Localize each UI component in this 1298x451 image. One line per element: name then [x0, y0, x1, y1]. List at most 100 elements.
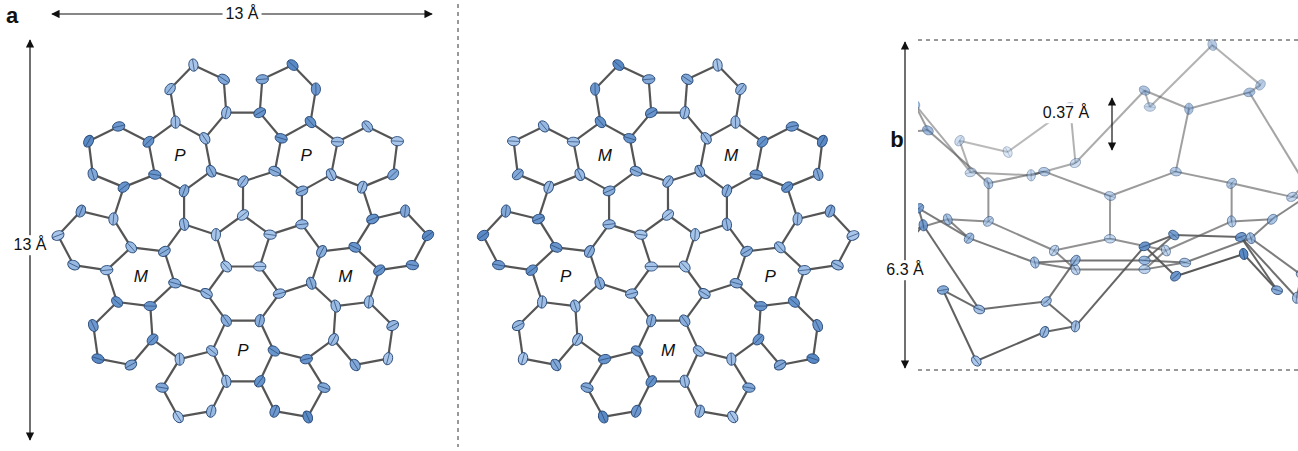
atom-ellipsoid [221, 374, 232, 388]
ellipsoid-axis [1244, 91, 1255, 93]
ellipsoid-axis [601, 411, 606, 422]
panel-letter: a [6, 4, 18, 28]
atom-ellipsoid [739, 244, 754, 258]
ellipsoid-axis [847, 233, 858, 237]
atom-ellipsoid [268, 404, 281, 419]
atom-ellipsoid [1206, 38, 1218, 52]
atom-ellipsoid [205, 404, 217, 418]
helicity-label: M [598, 147, 612, 166]
ellipsoid-axis [386, 353, 389, 365]
atom-ellipsoid [405, 259, 419, 270]
bond [1241, 237, 1297, 298]
atom-ellipsoid [644, 106, 659, 120]
ellipsoid-axis [223, 316, 230, 326]
atom-ellipsoid [272, 288, 286, 300]
ellipsoid-axis [717, 59, 719, 71]
atom-ellipsoid [123, 358, 138, 372]
atom-ellipsoid [171, 409, 185, 424]
ellipsoid-axis [192, 59, 194, 71]
atom-ellipsoid [806, 352, 821, 365]
atom-ellipsoid [66, 258, 81, 272]
atom-ellipsoid [812, 167, 824, 182]
atom-ellipsoid [141, 134, 156, 149]
atom-ellipsoid [720, 183, 733, 198]
atom-ellipsoid [1138, 84, 1152, 97]
ellipsoid-axis [597, 118, 605, 127]
atom-ellipsoid [171, 116, 181, 129]
atom-ellipsoid [1270, 285, 1283, 296]
ellipsoid-axis [750, 174, 762, 176]
atom-ellipsoid [983, 177, 995, 190]
atom-ellipsoid [645, 314, 657, 328]
atom-ellipsoid [254, 262, 266, 271]
atom-ellipsoid [1270, 285, 1283, 296]
atom-ellipsoid [755, 134, 770, 149]
ellipsoid-axis [540, 122, 548, 131]
atom-ellipsoid [531, 212, 546, 225]
ellipsoid-axis [1075, 321, 1077, 332]
atom-ellipsoid [1169, 166, 1182, 177]
atom-ellipsoid [175, 353, 185, 366]
atom-ellipsoid [580, 381, 595, 394]
atom-ellipsoid [365, 212, 380, 225]
ellipsoid-axis [210, 405, 213, 417]
atom-ellipsoid [785, 121, 799, 133]
atom-ellipsoid [221, 374, 232, 388]
ellipsoid-axis [729, 412, 736, 422]
ellipsoid-axis [956, 136, 962, 145]
ellipsoid-axis [923, 220, 925, 231]
atom-ellipsoid [204, 164, 218, 179]
atom-ellipsoid [1038, 167, 1050, 177]
ellipsoid-axis [225, 375, 227, 387]
ellipsoid-axis [527, 267, 537, 274]
atom-ellipsoid [109, 294, 124, 309]
atom-ellipsoid [755, 134, 770, 149]
bond [1150, 45, 1213, 107]
atom-ellipsoid [537, 295, 547, 308]
atom-ellipsoid [1285, 191, 1298, 204]
atom-ellipsoid [348, 357, 362, 372]
atom-ellipsoid [1179, 257, 1192, 268]
ellipsoid-axis [256, 79, 268, 80]
ellipsoid-axis [513, 170, 522, 178]
atom-ellipsoid [937, 285, 949, 295]
atom-ellipsoid [962, 231, 976, 245]
ellipsoid-axis [208, 347, 217, 355]
atom-ellipsoid [74, 204, 87, 219]
ellipsoid-axis [1073, 265, 1078, 274]
atom-ellipsoid [372, 263, 387, 278]
atom-ellipsoid [1169, 269, 1183, 283]
atom-ellipsoid [178, 183, 191, 198]
bond [1249, 92, 1298, 184]
atom-ellipsoid [236, 174, 251, 189]
ellipsoid-axis [614, 61, 623, 69]
atom-ellipsoid [780, 180, 795, 195]
atom-ellipsoid [679, 106, 691, 120]
atom-ellipsoid [347, 241, 362, 255]
helicity-label: P [174, 147, 185, 166]
ellipsoid-axis [918, 100, 919, 108]
atom-ellipsoid [697, 286, 712, 300]
atom-ellipsoid [1254, 78, 1267, 92]
atom-ellipsoid [721, 217, 732, 231]
dimension-label: 13 Å [223, 4, 262, 24]
molecule-top-view [51, 57, 436, 424]
atom-ellipsoid [1144, 102, 1156, 111]
atom-ellipsoid [642, 74, 655, 84]
ellipsoid-axis [334, 300, 338, 311]
ellipsoid-axis [258, 315, 260, 327]
bond [1075, 246, 1144, 326]
ellipsoid-axis [332, 141, 344, 142]
atom-ellipsoid [571, 332, 585, 347]
ellipsoid-axis [126, 362, 136, 368]
atom-ellipsoid [623, 132, 638, 144]
ellipsoid-axis [144, 138, 152, 146]
ellipsoid-axis [101, 270, 113, 271]
ellipsoid-axis [646, 110, 656, 116]
ellipsoid-axis [389, 170, 398, 178]
atom-ellipsoid [798, 265, 811, 275]
atom-ellipsoid [677, 259, 692, 274]
atom-ellipsoid [623, 132, 638, 144]
atom-ellipsoid [1185, 103, 1194, 114]
bond [1189, 92, 1249, 108]
